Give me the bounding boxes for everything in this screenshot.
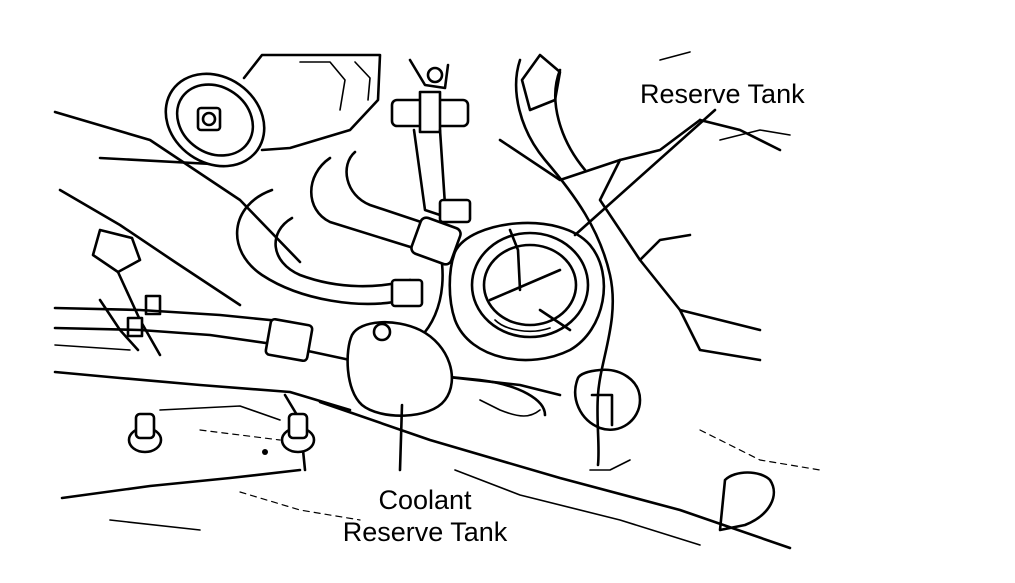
bolts — [127, 412, 316, 455]
coolant-reserve-tank-label: Coolant Reserve Tank — [330, 484, 520, 548]
body-panel-lines — [53, 110, 821, 550]
wire — [514, 58, 631, 471]
top-clamp — [390, 58, 470, 217]
right-structure — [498, 51, 791, 532]
coolant-label-line1: Coolant — [378, 485, 472, 515]
reserve-tank-label: Reserve Tank — [640, 79, 805, 109]
coolant-reserve-tank-shape — [346, 320, 454, 417]
oil-filter-shape — [164, 53, 382, 168]
leader-lines — [398, 108, 717, 472]
hoses — [53, 150, 562, 417]
coolant-label-line2: Reserve Tank — [342, 517, 508, 547]
reserve-tank-cap-shape — [448, 221, 606, 362]
left-bracket — [91, 228, 162, 357]
